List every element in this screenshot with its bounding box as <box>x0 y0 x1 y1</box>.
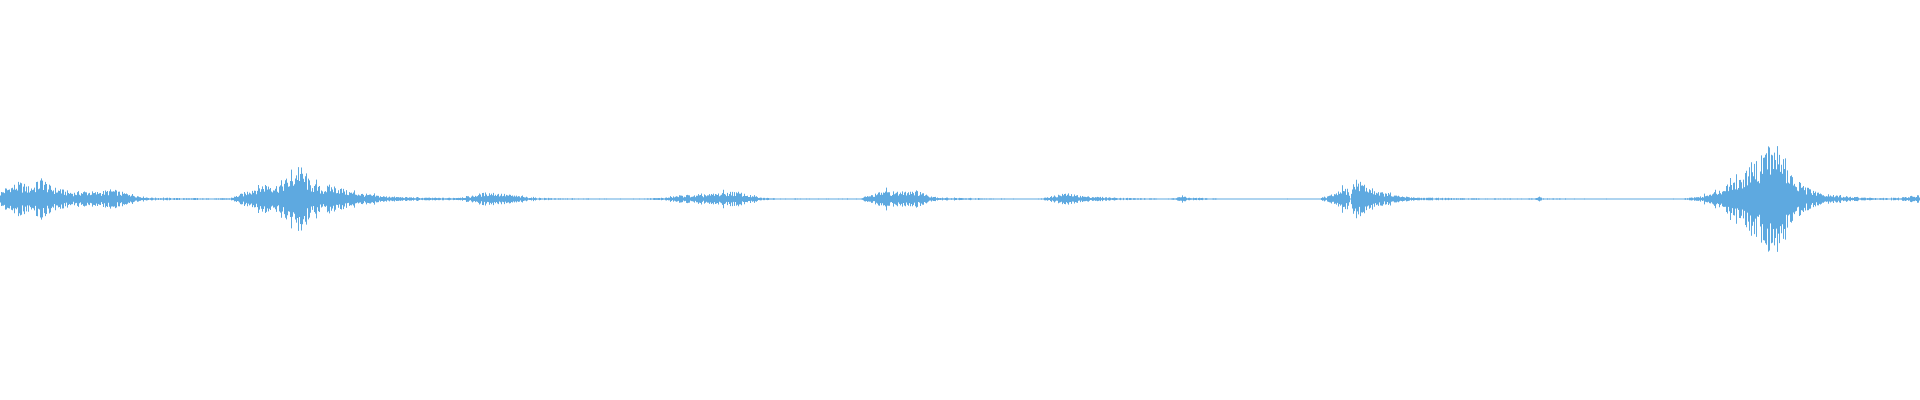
waveform-bars <box>0 146 1920 252</box>
